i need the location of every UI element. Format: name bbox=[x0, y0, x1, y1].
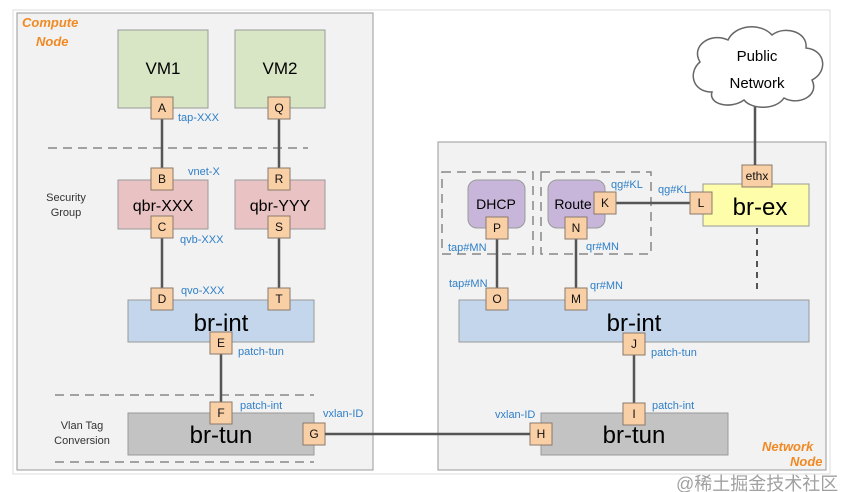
security-group-label-1: Security bbox=[46, 192, 86, 204]
svg-text:F: F bbox=[217, 406, 224, 420]
svg-text:T: T bbox=[275, 292, 283, 306]
svg-text:J: J bbox=[631, 337, 637, 351]
svg-text:H: H bbox=[537, 427, 546, 441]
port-q: Q bbox=[267, 96, 291, 120]
vm1-label: VM1 bbox=[146, 59, 181, 78]
public-network-label-1: Public bbox=[737, 48, 778, 65]
security-group-label-2: Group bbox=[51, 207, 82, 219]
svg-text:L: L bbox=[698, 196, 705, 210]
svg-text:M: M bbox=[571, 292, 581, 306]
label-patch-int-net: patch-int bbox=[652, 400, 694, 412]
compute-node-title-1: Compute bbox=[22, 15, 78, 30]
svg-text:C: C bbox=[158, 220, 167, 234]
public-network-cloud: Public Network bbox=[692, 26, 824, 165]
svg-text:O: O bbox=[492, 292, 501, 306]
svg-text:A: A bbox=[158, 101, 166, 115]
label-vxlan-id: vxlan-ID bbox=[323, 408, 363, 420]
port-a: A bbox=[150, 96, 174, 120]
svg-text:K: K bbox=[601, 196, 609, 210]
svg-text:G: G bbox=[309, 427, 318, 441]
svg-text:S: S bbox=[275, 220, 283, 234]
label-qvb-xxx: qvb-XXX bbox=[180, 234, 224, 246]
port-e: E bbox=[209, 331, 233, 355]
router-label: Route bbox=[554, 196, 592, 212]
vm1-box bbox=[117, 29, 209, 109]
vlan-tag-label-2: Conversion bbox=[54, 435, 110, 447]
port-k: K bbox=[593, 191, 617, 215]
br-tun-compute-label: br-tun bbox=[190, 422, 253, 449]
vlan-tag-label-1: Vlan Tag bbox=[61, 420, 104, 432]
compute-node-title-2: Node bbox=[36, 34, 69, 49]
port-o: O bbox=[485, 287, 509, 311]
port-h: H bbox=[529, 422, 553, 446]
svg-text:P: P bbox=[493, 221, 501, 235]
dhcp-namespace bbox=[441, 171, 534, 255]
port-l: L bbox=[689, 191, 713, 215]
label-qg-l: qg#KL bbox=[658, 184, 690, 196]
svg-text:D: D bbox=[158, 292, 167, 306]
label-qvo-xxx: qvo-XXX bbox=[181, 285, 225, 297]
port-ethx: ethx bbox=[741, 164, 773, 188]
label-vxlan-id-net: vxlan-ID bbox=[495, 409, 535, 421]
public-network-label-2: Network bbox=[729, 75, 785, 92]
label-qg-k: qg#KL bbox=[611, 179, 643, 191]
br-ex-label: br-ex bbox=[733, 194, 788, 221]
network-node: DHCP Route br-ex br-int br-tun P K N L e… bbox=[437, 141, 827, 471]
network-node-title-1: Network bbox=[762, 439, 814, 454]
svg-text:B: B bbox=[158, 172, 166, 186]
label-tap-xxx: tap-XXX bbox=[178, 112, 220, 124]
port-s: S bbox=[267, 215, 291, 239]
vm2-box bbox=[234, 29, 326, 109]
svg-text:ethx: ethx bbox=[746, 169, 769, 183]
port-t: T bbox=[267, 287, 291, 311]
port-c: C bbox=[150, 215, 174, 239]
dhcp-label: DHCP bbox=[476, 196, 516, 212]
label-tap-o: tap#MN bbox=[449, 278, 488, 290]
vm2-label: VM2 bbox=[263, 59, 298, 78]
port-d: D bbox=[150, 287, 174, 311]
port-g: G bbox=[302, 422, 326, 446]
compute-node: Compute Node VM1 VM2 qbr-XXX qbr-YYY Sec… bbox=[16, 12, 374, 471]
label-qr-n: qr#MN bbox=[586, 241, 619, 253]
cloud-icon bbox=[692, 26, 824, 108]
watermark: @稀土掘金技术社区 bbox=[676, 474, 838, 492]
qbr-yyy-label: qbr-YYY bbox=[250, 198, 311, 215]
svg-text:R: R bbox=[275, 172, 284, 186]
port-j: J bbox=[622, 332, 646, 356]
label-qr-m: qr#MN bbox=[590, 280, 623, 292]
br-ex-box bbox=[702, 183, 810, 227]
port-p: P bbox=[485, 216, 509, 240]
label-tap-p: tap#MN bbox=[448, 242, 487, 254]
svg-text:Q: Q bbox=[274, 101, 283, 115]
qbr-xxx-label: qbr-XXX bbox=[133, 198, 194, 215]
port-m: M bbox=[564, 287, 588, 311]
port-f: F bbox=[209, 401, 233, 425]
br-tun-network-label: br-tun bbox=[603, 422, 666, 449]
port-n: N bbox=[564, 216, 588, 240]
label-patch-int: patch-int bbox=[240, 400, 282, 412]
port-b: B bbox=[150, 167, 174, 191]
svg-text:E: E bbox=[217, 336, 225, 350]
label-patch-tun: patch-tun bbox=[238, 346, 284, 358]
router-namespace bbox=[540, 171, 652, 255]
svg-text:I: I bbox=[632, 407, 635, 421]
port-r: R bbox=[267, 167, 291, 191]
label-vnet-x: vnet-X bbox=[188, 166, 220, 178]
label-patch-tun-net: patch-tun bbox=[651, 347, 697, 359]
port-i: I bbox=[622, 402, 646, 426]
network-node-title-2: Node bbox=[790, 454, 823, 469]
svg-text:N: N bbox=[572, 221, 581, 235]
